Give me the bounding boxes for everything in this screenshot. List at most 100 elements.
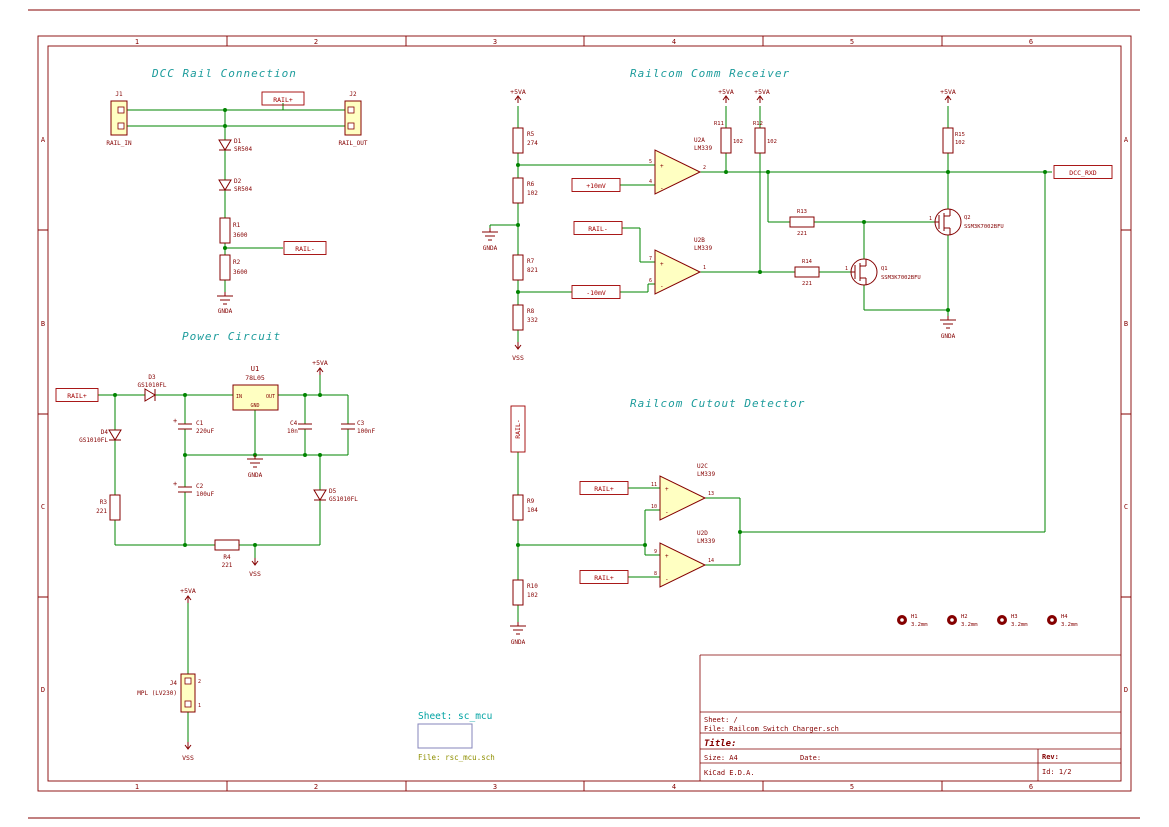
power-symbol-gnda[interactable]: GNDA [216,291,234,315]
receiver-wires[interactable] [489,106,1052,532]
global-label-cmp-top[interactable]: RAIL+ [579,481,629,495]
pin-number: 11 [651,482,657,488]
connector-J1[interactable]: J1 RAIL_IN [106,91,132,147]
global-label-p10mv[interactable]: +10mV [571,178,621,192]
power-symbol-gnda[interactable]: GNDA [246,454,264,479]
power-section[interactable]: RAIL+ D3 GS1010FL D4 GS1010FL U1 78L05 I… [55,359,375,578]
diode-D1[interactable]: D1 SR504 [218,138,252,153]
pin-number: 1 [929,216,932,222]
power-symbol-5va[interactable]: +5VA [180,587,196,604]
label-text: RAIL+ [67,392,87,400]
capacitor-C4[interactable]: C4 10n [287,420,313,435]
value: 221 [96,508,107,515]
resistor-R14[interactable]: R14 221 [794,259,820,287]
paper-edge-lines [28,9,1140,819]
title-block-date: Date: [800,754,821,762]
power-symbol-vss[interactable]: VSS [182,741,194,762]
power-wires[interactable] [98,375,349,558]
resistor-R12[interactable]: R12 102 [753,121,777,154]
value: 104 [527,507,538,514]
diode-D4[interactable]: D4 GS1010FL [79,429,122,444]
power-symbol-5va[interactable]: +5VA [718,88,734,104]
resistor-R3[interactable]: R3 221 [96,494,121,521]
resistor-R4[interactable]: R4 221 [214,539,240,569]
connector-pin [117,122,125,130]
resistor-R6[interactable]: R6 102 [512,177,538,204]
resistor-R15[interactable]: R15 102 [942,127,965,154]
label-box [510,405,526,453]
resistor-R13[interactable]: R13 221 [789,209,815,237]
capacitor-C1[interactable]: + C1 220uF [173,417,214,435]
ref: R3 [100,499,108,506]
frame-col-label: 4 [672,783,676,791]
global-label-m10mv[interactable]: -10mV [571,285,621,299]
power-symbol-gnda[interactable]: GNDA [509,621,527,646]
ref: R15 [955,132,965,138]
connector-pin [347,122,355,130]
ref: R10 [527,583,538,590]
global-label-rail-minus[interactable]: RAIL- [573,221,623,235]
receiver-section[interactable]: +5VA +5VA +5VA +5VA R5 274 R6 102 R7 821… [481,88,1113,532]
global-label-rail-plus[interactable]: RAIL+ [261,91,305,106]
comparator-U2A[interactable]: + - 5 4 2 U2A LM339 [649,137,712,195]
input-plus-sign: + [665,486,669,493]
pin-number: 4 [649,179,652,185]
diode-D3[interactable]: D3 GS1010FL [138,374,167,402]
regulator-U1[interactable]: U1 78L05 IN OUT GND [232,365,279,411]
power-symbol-5va[interactable]: +5VA [754,88,770,104]
regulator-body [232,384,279,411]
frame-row-label: B [1124,320,1128,328]
cutout-section[interactable]: RAIL- R9 104 R10 102 GNDA + - 11 10 13 U… [509,405,1045,646]
resistor-R8[interactable]: R8 332 [512,304,538,331]
sheet-symbol-sc-mcu[interactable]: Sheet: sc_mcu File: rsc_mcu.sch [417,711,495,762]
resistor-R10[interactable]: R10 102 [512,579,538,606]
power-symbol-gnda[interactable]: GNDA [481,227,499,252]
power-symbol-gnda[interactable]: GNDA [939,315,957,340]
connector-J2[interactable]: J2 RAIL_OUT [339,91,368,147]
resistor-R1[interactable]: R1 3600 [219,217,248,244]
resistor-R9[interactable]: R9 104 [512,494,538,521]
mosfet-Q1[interactable]: 1 Q1 SSM3K7002BFU [845,258,921,286]
global-label-cmp-bot[interactable]: RAIL+ [579,570,629,584]
value: 102 [767,139,777,145]
connector-J4[interactable]: J4 MPL (LV230) 2 1 [137,673,201,713]
pin-number: 2 [703,165,706,171]
resistor-body [794,266,820,278]
pin-number: 1 [703,265,706,271]
resistor-R2[interactable]: R2 3600 [219,254,248,281]
resistor-R5[interactable]: R5 274 [512,127,538,154]
power-symbol-5va[interactable]: +5VA [940,88,956,104]
resistor-R11[interactable]: R11 102 [714,121,743,154]
global-label-dcc-rxd[interactable]: DCC_RXD [1053,165,1113,179]
comparator-U2B[interactable]: + - 7 6 1 U2B LM339 [649,237,712,295]
label-box [261,91,305,106]
diode-D5[interactable]: D5 GS1010FL [313,488,358,503]
ref: D5 [329,488,337,495]
diode-D2[interactable]: D2 SR504 [218,178,252,193]
global-label-rail-plus[interactable]: RAIL+ [55,388,99,402]
opamp-triangle [659,475,707,521]
mosfet-Q2[interactable]: 1 Q2 SSM3K7002BFU [929,208,1004,236]
resistor-R7[interactable]: R7 821 [512,254,538,281]
title-block: Sheet: / File: Railcom Switch Charger.sc… [699,654,1121,781]
value: 3.2mm [1061,622,1078,628]
mounting-holes[interactable]: H1 3.2mm H2 3.2mm H3 3.2mm H4 3.2mm [897,614,1078,628]
comparator-U2C[interactable]: + - 11 10 13 U2C LM339 [651,463,715,521]
dcc-section[interactable]: J1 RAIL_IN J2 RAIL_OUT D1 SR504 D2 SR504… [106,91,367,315]
power-symbol-vss[interactable]: VSS [249,557,261,578]
global-label-rail-minus[interactable]: RAIL- [283,241,327,255]
global-label-rail-minus-vertical[interactable]: RAIL- [510,405,526,453]
value: 102 [527,190,538,197]
comparator-U2D[interactable]: + - 9 8 14 U2D LM339 [654,530,715,588]
power-symbol-5va[interactable]: +5VA [312,359,328,376]
pin-name-out: OUT [266,394,275,400]
aux-section[interactable]: +5VA J4 MPL (LV230) 2 1 VSS [137,587,201,762]
cutout-wires[interactable] [517,452,1045,622]
capacitor-C2[interactable]: + C2 100uF [173,480,214,498]
ground-icon [939,315,957,329]
capacitor-C3[interactable]: C3 100nF [340,420,375,435]
power-symbol-5va[interactable]: +5VA [510,88,526,104]
power-arrow-icon [251,557,259,566]
power-symbol-vss[interactable]: VSS [512,341,524,362]
